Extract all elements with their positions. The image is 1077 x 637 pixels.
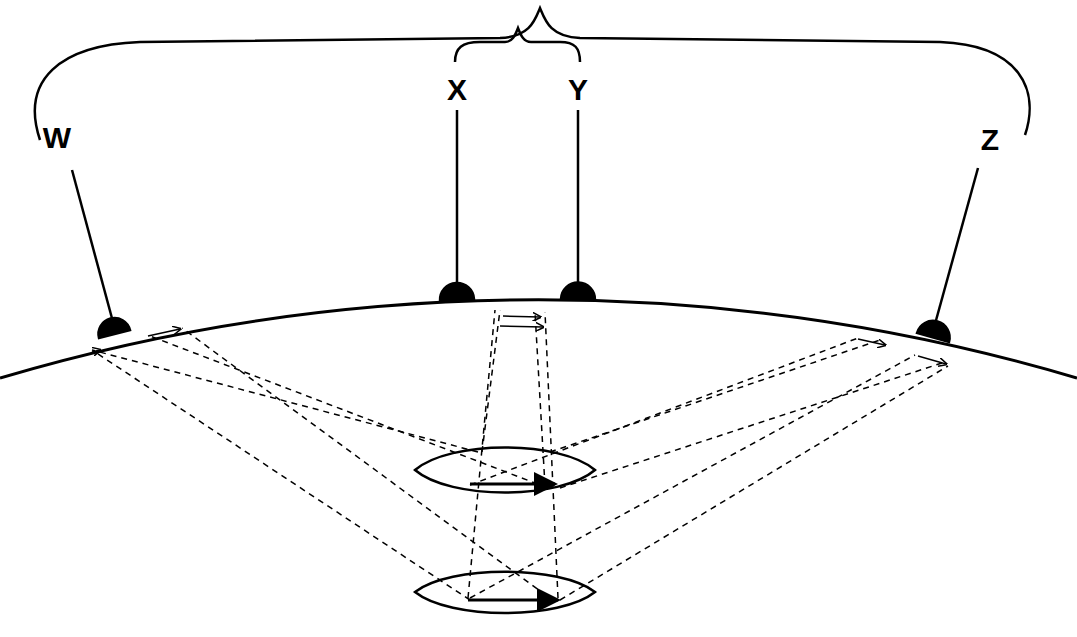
bracket [35,8,1030,140]
image-arrow [92,316,946,364]
station-label: X [447,75,467,105]
bracket [455,28,580,62]
station-label: Z [981,125,999,155]
ray-line [92,310,948,602]
station-label: W [43,123,71,153]
station-label: Y [568,75,588,105]
antenna [72,110,978,342]
earth-surface [0,300,1077,378]
